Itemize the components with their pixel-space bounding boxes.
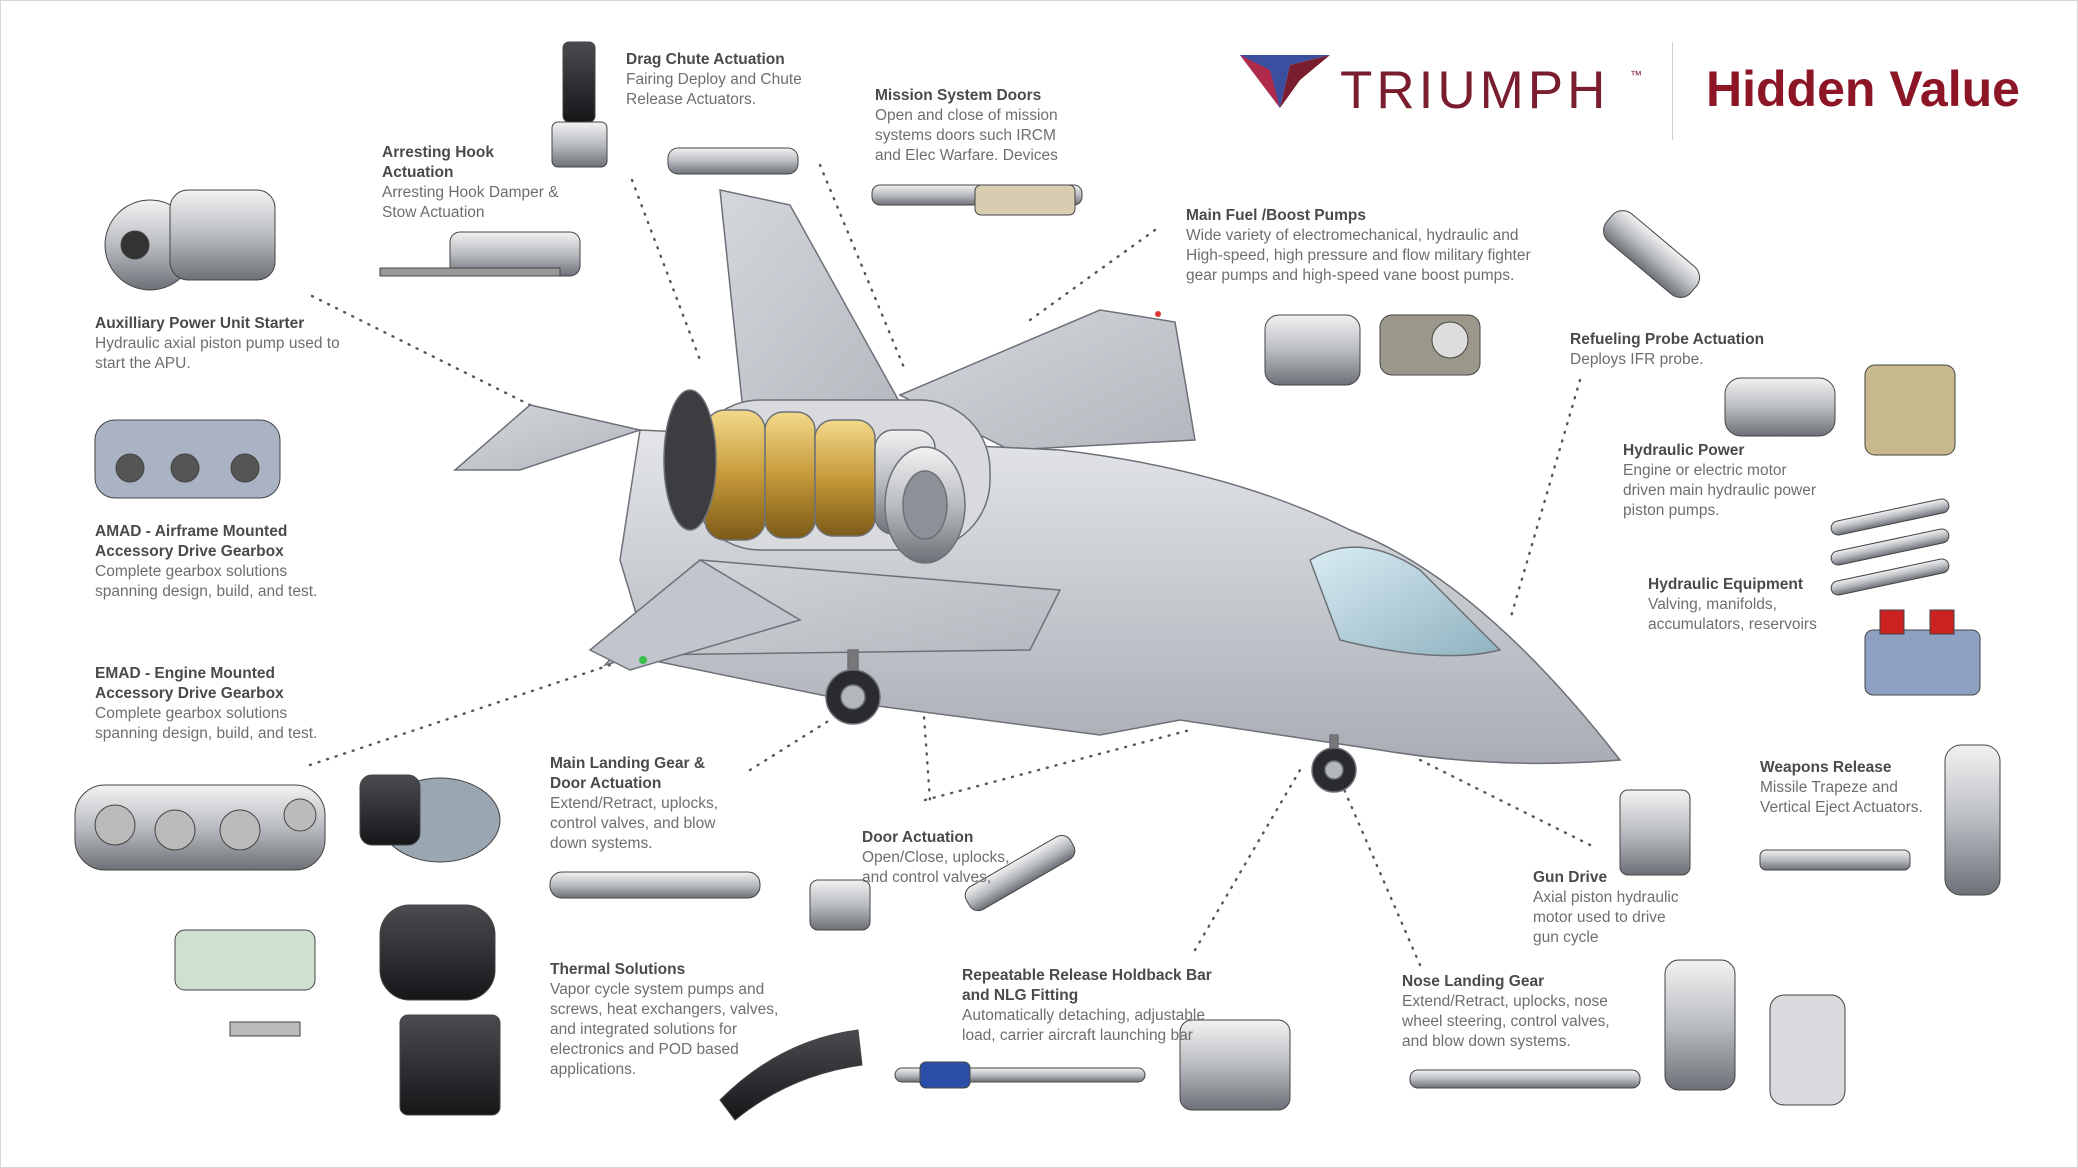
callout-drag-chute: Drag Chute Actuation Fairing Deploy and … xyxy=(626,50,826,110)
component-images xyxy=(74,41,2001,1121)
callout-title: Weapons Release xyxy=(1760,759,1892,776)
nlg-actuator-image xyxy=(1409,959,1846,1106)
callout-apu-starter: Auxilliary Power Unit Starter Hydraulic … xyxy=(95,314,355,374)
callout-description: Hydraulic axial piston pump used to star… xyxy=(95,335,340,372)
weapons-release-image xyxy=(1759,744,2001,896)
callout-title: Hydraulic Power xyxy=(1623,442,1745,459)
callout-fuel-pumps: Main Fuel /Boost Pumps Wide variety of e… xyxy=(1186,206,1536,286)
fighter-jet xyxy=(452,189,1622,793)
callout-description: Open and close of mission systems doors … xyxy=(875,107,1058,164)
fuel-pump-image xyxy=(1264,314,1481,386)
callout-description: Extend/Retract, uplocks, control valves,… xyxy=(550,795,718,852)
refuel-probe-image xyxy=(1603,210,1701,298)
callout-description: Valving, manifolds, accumulators, reserv… xyxy=(1648,596,1817,633)
callout-title: Gun Drive xyxy=(1533,869,1608,886)
gun-drive-image xyxy=(1619,789,1691,876)
callout-title: Refueling Probe Actuation xyxy=(1570,331,1765,348)
callout-amad: AMAD - Airframe Mounted Accessory Drive … xyxy=(95,522,320,602)
callout-weapons-release: Weapons Release Missile Trapeze and Vert… xyxy=(1760,758,1940,818)
brand-tagline: Hidden Value xyxy=(1706,61,2020,117)
callout-title: AMAD - Airframe Mounted Accessory Drive … xyxy=(95,523,288,560)
brand-divider xyxy=(1672,42,1673,140)
door-actuator-image xyxy=(809,834,1076,931)
mlg-actuator-image xyxy=(549,871,761,899)
thermal-pump-image xyxy=(174,929,316,1037)
triumph-logo-icon xyxy=(1240,55,1330,108)
callout-description: Automatically detaching, adjustable load… xyxy=(962,1007,1205,1044)
mission-door-actuator-image xyxy=(667,147,1083,216)
callout-title: Main Landing Gear & Door Actuation xyxy=(550,755,706,792)
thermal-controller-image xyxy=(399,1014,501,1116)
callout-title: Repeatable Release Holdback Bar and NLG … xyxy=(962,967,1212,1004)
callout-description: Deploys IFR probe. xyxy=(1570,351,1704,368)
callout-holdback-bar: Repeatable Release Holdback Bar and NLG … xyxy=(962,966,1222,1046)
holdback-bar-image xyxy=(894,1019,1291,1111)
accumulator-image xyxy=(359,774,501,863)
brand-trademark: ™ xyxy=(1630,68,1642,82)
callout-description: Complete gearbox solutions spanning desi… xyxy=(95,563,318,600)
callout-description: Complete gearbox solutions spanning desi… xyxy=(95,705,318,742)
hydraulic-pump-image xyxy=(1724,364,1956,456)
callout-gun-drive: Gun Drive Axial piston hydraulic motor u… xyxy=(1533,868,1693,948)
arresting-hook-image xyxy=(379,231,581,277)
callout-hydraulic-power: Hydraulic Power Engine or electric motor… xyxy=(1623,441,1828,521)
callout-description: Open/Close, uplocks, and control valves, xyxy=(862,849,1010,886)
callout-title: Door Actuation xyxy=(862,829,974,846)
callout-hydraulic-equipment: Hydraulic Equipment Valving, manifolds, … xyxy=(1648,575,1848,635)
callout-arresting-hook: Arresting Hook Actuation Arresting Hook … xyxy=(382,143,562,223)
callout-refueling-probe: Refueling Probe Actuation Deploys IFR pr… xyxy=(1570,330,1800,370)
callout-description: Axial piston hydraulic motor used to dri… xyxy=(1533,889,1679,946)
thermal-motor-image xyxy=(379,904,496,1001)
apu-starter-image xyxy=(104,189,276,291)
callout-title: Mission System Doors xyxy=(875,87,1042,104)
callout-title: Thermal Solutions xyxy=(550,961,686,978)
callout-title: Nose Landing Gear xyxy=(1402,973,1545,990)
hydraulic-valve-image xyxy=(1830,498,1950,596)
callout-description: Extend/Retract, uplocks, nose wheel stee… xyxy=(1402,993,1610,1050)
thermal-heater-image xyxy=(719,1029,863,1121)
callout-emad: EMAD - Engine Mounted Accessory Drive Ge… xyxy=(95,664,320,744)
brand-name: TRIUMPH xyxy=(1340,61,1610,120)
callout-thermal-solutions: Thermal Solutions Vapor cycle system pum… xyxy=(550,960,785,1080)
drag-chute-image xyxy=(551,41,608,168)
callout-title: EMAD - Engine Mounted Accessory Drive Ge… xyxy=(95,665,284,702)
callout-title: Hydraulic Equipment xyxy=(1648,576,1804,593)
emad-gearbox-image xyxy=(74,784,326,871)
callout-description: Engine or electric motor driven main hyd… xyxy=(1623,462,1816,519)
callout-title: Main Fuel /Boost Pumps xyxy=(1186,207,1366,224)
callout-description: Missile Trapeze and Vertical Eject Actua… xyxy=(1760,779,1923,816)
callout-nose-landing-gear: Nose Landing Gear Extend/Retract, uplock… xyxy=(1402,972,1627,1052)
callout-main-landing-gear: Main Landing Gear & Door Actuation Exten… xyxy=(550,754,745,854)
callout-door-actuation: Door Actuation Open/Close, uplocks, and … xyxy=(862,828,1022,888)
amad-gearbox-image xyxy=(94,419,281,499)
callout-description: Fairing Deploy and Chute Release Actuato… xyxy=(626,71,802,108)
callout-title: Auxilliary Power Unit Starter xyxy=(95,315,305,332)
callout-title: Arresting Hook Actuation xyxy=(382,144,494,181)
callout-mission-doors: Mission System Doors Open and close of m… xyxy=(875,86,1075,166)
callout-description: Vapor cycle system pumps and screws, hea… xyxy=(550,981,779,1078)
manifold-image xyxy=(1864,609,1981,696)
callout-title: Drag Chute Actuation xyxy=(626,51,785,68)
callout-description: Arresting Hook Damper & Stow Actuation xyxy=(382,184,559,221)
callout-description: Wide variety of electromechanical, hydra… xyxy=(1186,227,1531,284)
